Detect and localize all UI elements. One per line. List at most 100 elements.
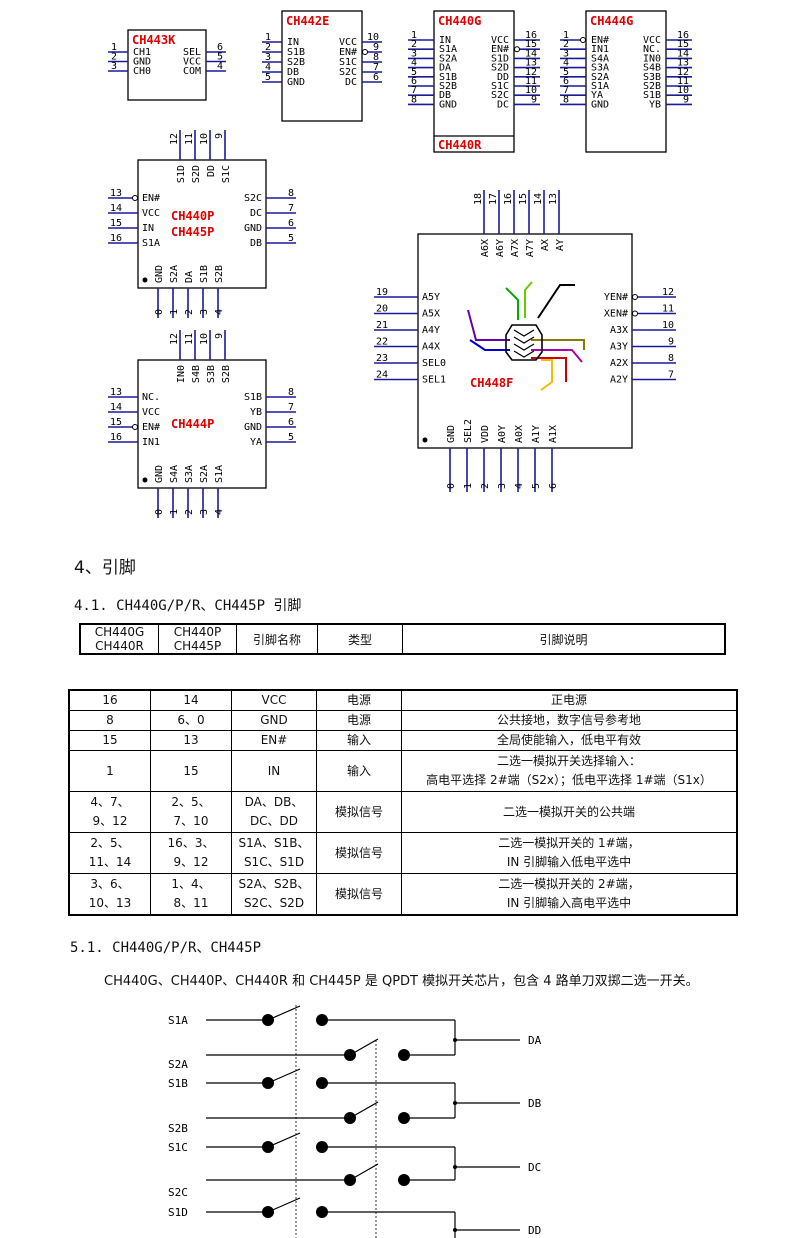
pin-name: GND: [439, 99, 457, 110]
pin-number: 13: [677, 58, 689, 69]
pin-name: S2D: [491, 63, 509, 74]
cell-line: S1C、S1D: [243, 855, 305, 869]
internal-switch: [540, 359, 553, 391]
pin-name: SEL2: [463, 419, 474, 443]
cell-line: IN 引脚输入低电平选中: [506, 855, 632, 869]
pin-name: A5Y: [422, 292, 440, 303]
pin-name: DA: [184, 271, 195, 283]
cell-line: 14: [183, 693, 199, 707]
pin-number: 4: [563, 58, 569, 69]
pin-number: 3: [497, 483, 508, 489]
pin-name: YEN#: [604, 292, 628, 303]
cell-line: 15: [102, 733, 118, 747]
pin-name: S2B: [643, 81, 661, 92]
pin-number: 5: [217, 52, 223, 63]
pin-number: 2: [184, 309, 195, 315]
pin-name: DB: [250, 238, 262, 249]
pin-number: 9: [373, 42, 379, 53]
pin-number: 4: [214, 309, 225, 315]
pin-name: A6Y: [495, 239, 506, 257]
cell-line: 15: [183, 763, 199, 778]
internal-switch: [505, 287, 519, 320]
pin-number: 5: [288, 432, 294, 443]
pin-name: VCC: [183, 57, 201, 68]
cell-b: 15: [150, 750, 232, 792]
cell-line: IN 引脚输入高电平选中: [506, 896, 632, 910]
pin-name: EN#: [591, 35, 609, 46]
pin-name: VDD: [480, 425, 491, 443]
pin1-dot: [422, 437, 428, 443]
pin-number: 13: [525, 58, 537, 69]
pin-number: 10: [199, 333, 210, 345]
pin-number: 3: [199, 509, 210, 515]
pin-name: S1C: [221, 165, 232, 183]
pin-name: S2B: [287, 57, 305, 68]
pin-number: 8: [373, 52, 379, 63]
pin-name: S4B: [643, 63, 661, 74]
pin-number: 6: [288, 218, 294, 229]
pin-number: 13: [110, 387, 122, 398]
pin-number: 4: [217, 61, 223, 72]
pin-number: 8: [288, 387, 294, 398]
pin-number: 1: [563, 30, 569, 41]
cell-line: 10、13: [88, 896, 132, 910]
chip-title: CH442E: [286, 14, 329, 28]
pin-name: EN#: [491, 44, 509, 55]
pin-name: S2B: [214, 265, 225, 283]
pin-number: 0: [154, 309, 165, 315]
output-label: DD: [528, 1224, 541, 1237]
inverter-bubble: [580, 37, 586, 43]
pin-name: S2A: [199, 465, 210, 483]
pin-number: 12: [677, 67, 689, 78]
pin-name: S3B: [643, 72, 661, 83]
internal-switch: [524, 281, 533, 318]
pin-number: 5: [531, 483, 542, 489]
pin-number: 11: [525, 76, 537, 87]
pin-name: GND: [446, 425, 457, 443]
pin-name: S2A: [439, 53, 457, 64]
pin-name: S4A: [169, 465, 180, 483]
output-label: DB: [528, 1097, 542, 1110]
pin-number: 10: [662, 320, 674, 331]
cell-line: 1: [106, 763, 114, 778]
pin-name: S1B: [199, 265, 210, 283]
pin-name: A3Y: [610, 342, 628, 353]
pin-number: 6: [548, 483, 559, 489]
cell-desc: 二选一模拟开关的公共端: [401, 791, 738, 833]
cell-type: 模拟信号: [316, 832, 402, 874]
output-label: DC: [528, 1161, 541, 1174]
pin-number: 14: [677, 48, 689, 59]
cell-desc: 全局使能输入，低电平有效: [401, 730, 738, 751]
pin-number: 12: [662, 287, 674, 298]
pin-name: EN#: [142, 193, 160, 204]
cell-desc: 二选一模拟开关的 2#端，IN 引脚输入高电平选中: [401, 873, 738, 916]
cell-desc: 二选一模拟开关的 1#端，IN 引脚输入低电平选中: [401, 832, 738, 874]
pin-number: 12: [525, 67, 537, 78]
cell-line: VCC: [261, 693, 287, 707]
cell-name: DA、DB、DC、DD: [231, 791, 317, 833]
pin-name: S2D: [191, 165, 202, 183]
chip-body: [137, 359, 267, 489]
cell-a: 2、5、11、14: [68, 832, 151, 874]
pin-name: SEL1: [422, 375, 446, 386]
cell-a: 4、7、9、12: [68, 791, 151, 833]
input-label: S2C: [168, 1186, 188, 1199]
pin-name: YB: [649, 99, 661, 110]
pin-number: 8: [668, 353, 674, 364]
cell-b: 2、5、7、10: [150, 791, 232, 833]
pin-name: IN: [142, 223, 154, 234]
pin-name: S2B: [439, 81, 457, 92]
pin-number: 6: [563, 76, 569, 87]
cell-line: 模拟信号: [334, 886, 383, 901]
cell-a: 3、6、10、13: [68, 873, 151, 916]
pin-name: IN: [287, 37, 299, 48]
pin-number: 15: [518, 193, 529, 205]
inverter-bubble: [132, 195, 138, 201]
pin-name: VCC: [142, 407, 160, 418]
pin-name: GND: [154, 465, 165, 483]
cell-line: GND: [260, 713, 288, 727]
